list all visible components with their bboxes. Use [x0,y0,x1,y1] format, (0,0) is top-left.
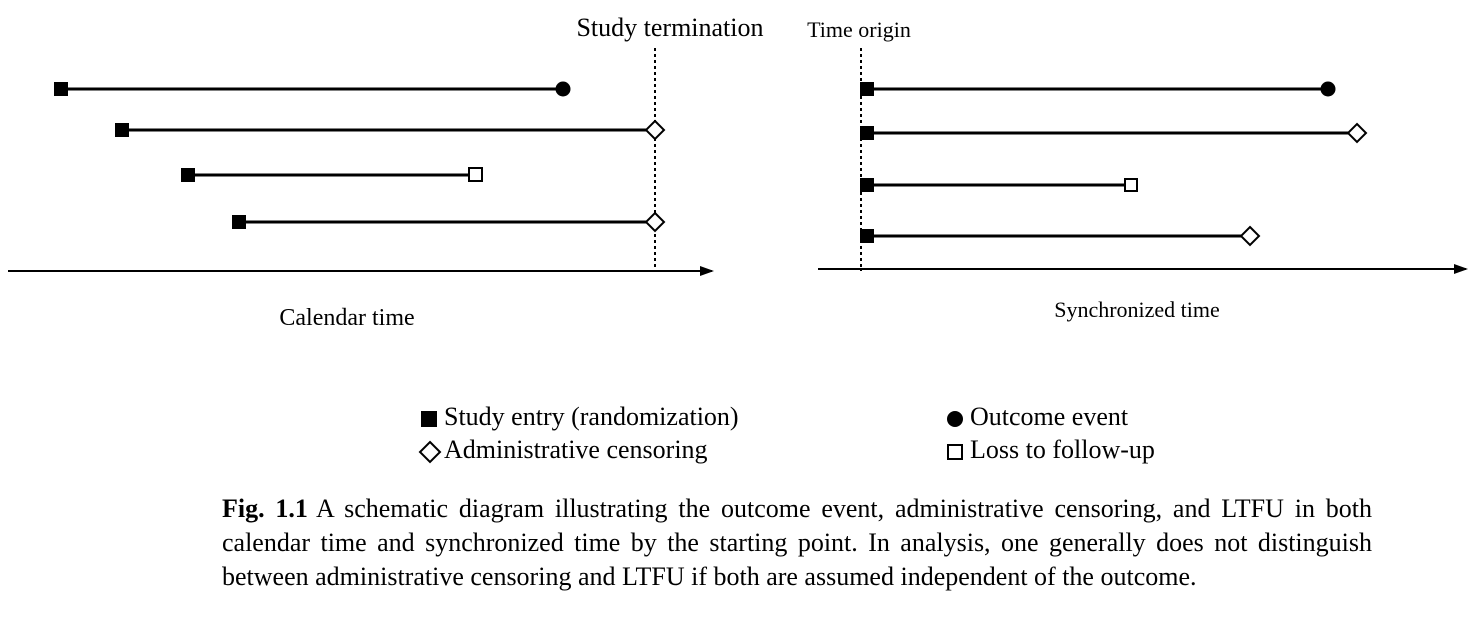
study-entry-marker [860,178,874,192]
study-entry-marker [181,168,195,182]
filled-square-icon [421,411,437,428]
legend-study-entry-label: Study entry (randomization) [444,402,739,431]
legend-administrative-censoring: Administrative censoring [418,434,708,466]
right-subject-2 [860,122,1368,144]
loss-to-follow-up-marker [468,167,483,182]
left-subject-4 [232,211,666,233]
right-subject-1 [860,81,1336,97]
legend-administrative-censoring-label: Administrative censoring [444,435,708,464]
open-square-icon [947,444,963,461]
left-subject-3 [181,167,483,182]
administrative-censoring-marker [1239,225,1261,247]
synchronized-time-label: Synchronized time [1054,297,1220,322]
outcome-event-marker [555,81,571,97]
administrative-censoring-marker [644,119,666,141]
legend-outcome-event: Outcome event [946,401,1128,433]
filled-circle-icon [947,411,963,428]
legend-outcome-event-label: Outcome event [970,402,1129,431]
open-diamond-icon [418,440,442,464]
right-subject-4 [860,225,1261,247]
administrative-censoring-marker [1346,122,1368,144]
figure-label: Fig. 1.1 [222,494,308,523]
left-subject-2 [115,119,666,141]
left-panel: Study termination Calendar time [8,13,764,331]
legend-loss-to-follow-up-label: Loss to follow-up [970,435,1155,464]
legend-loss-to-follow-up: Loss to follow-up [946,434,1155,466]
study-entry-marker [860,82,874,96]
loss-to-follow-up-marker [1124,178,1138,192]
administrative-censoring-marker [644,211,666,233]
censoring-diagram: Study termination Calendar time [8,13,1468,331]
time-origin-label: Time origin [807,17,911,42]
left-subject-1 [54,81,571,97]
study-entry-marker [860,229,874,243]
study-entry-marker [232,215,246,229]
study-termination-label: Study termination [576,13,763,42]
right-subject-3 [860,178,1138,192]
right-panel: Time origin Synchronized time [807,17,1468,322]
outcome-event-marker [1320,81,1336,97]
calendar-time-label: Calendar time [279,305,414,331]
study-entry-marker [115,123,129,137]
study-entry-marker [54,82,68,96]
study-entry-marker [860,126,874,140]
legend-study-entry: Study entry (randomization) [420,401,739,433]
figure-caption-text: A schematic diagram illustrating the out… [222,494,1372,591]
